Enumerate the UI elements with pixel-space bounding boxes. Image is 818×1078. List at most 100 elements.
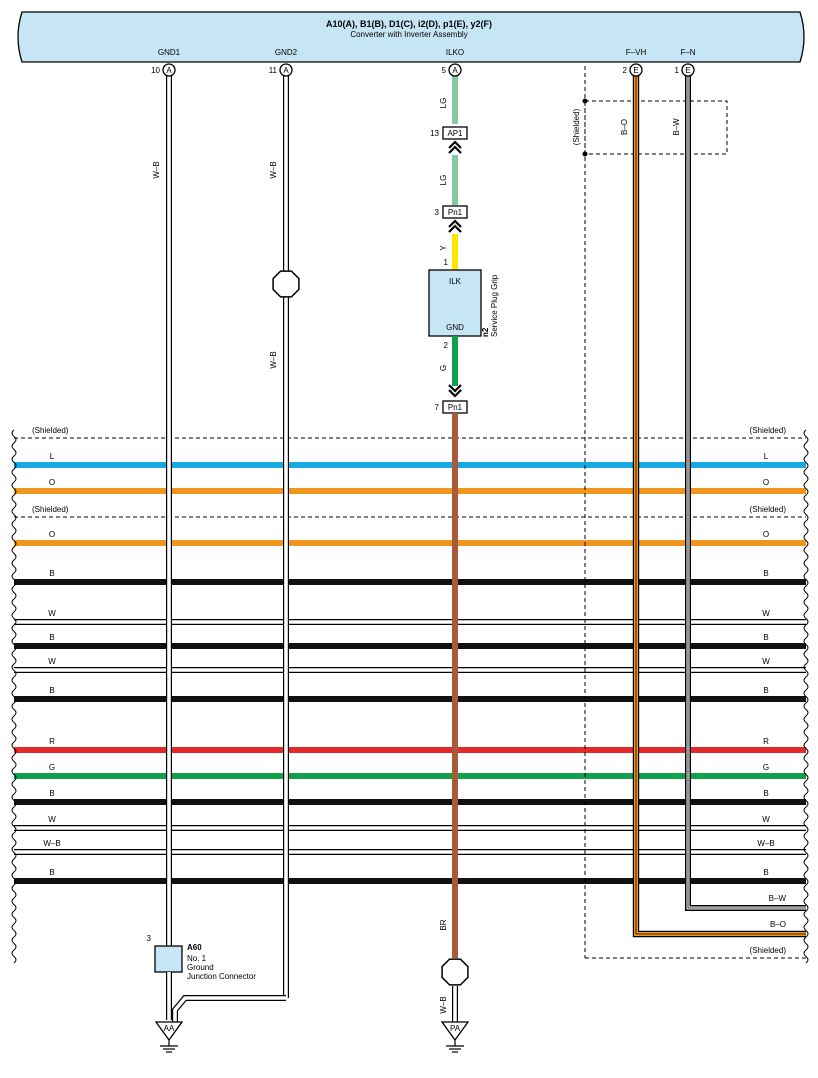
harness-exit-label: B–O — [770, 920, 786, 929]
terminal-pin-fn: 1 — [675, 66, 680, 75]
wire-label-ilko-lg2: LG — [439, 175, 448, 186]
terminal-letter-fvh: E — [633, 66, 638, 75]
ground-aa-label: AA — [164, 1024, 175, 1033]
service-plug-pin-top: 1 — [444, 258, 449, 267]
wire-label-fvh: B–O — [620, 119, 629, 135]
component-header: A10(A), B1(B), D1(C), i2(D), p1(E), y2(F… — [17, 11, 805, 63]
inline-connector-pn1-top-label: Pn1 — [448, 208, 463, 217]
terminal-letter-fn: E — [685, 66, 690, 75]
terminal-fn: F–N E1 — [675, 48, 696, 77]
harness-shield-label-left: (Shielded) — [32, 426, 69, 435]
harness-wire-label-right: B — [763, 686, 768, 695]
harness-wire-label-left: W — [48, 657, 56, 666]
inline-connector-pn1-bottom: Pn1 7 — [435, 400, 468, 414]
terminal-pin-fvh: 2 — [623, 66, 628, 75]
terminal-pin-ilko: 5 — [442, 66, 447, 75]
harness-wire-label-right: W–B — [757, 839, 774, 848]
harness-wire-label-right: L — [764, 452, 769, 461]
harness-wire-label-left: B — [49, 633, 54, 642]
harness-wire-label-left: B — [49, 789, 54, 798]
harness-wire-label-right: B — [763, 633, 768, 642]
inline-connector-ap1-pin: 13 — [430, 129, 439, 138]
harness-wire-label-right: W — [762, 657, 770, 666]
harness-wire-label-left: G — [49, 763, 55, 772]
wire-label-ilko-lg1: LG — [439, 98, 448, 109]
harness-wire-label-right: O — [763, 478, 769, 487]
wire-gnd2-to-ground — [172, 995, 286, 1022]
terminal-label-ilko: ILKO — [446, 48, 464, 57]
harness-wire-label-right: R — [763, 737, 769, 746]
wire-label-ilko-g: G — [439, 365, 448, 371]
inline-connector-pn1-bottom-label: Pn1 — [448, 403, 463, 412]
terminal-label-gnd2: GND2 — [275, 48, 298, 57]
harness-break-mark — [803, 429, 809, 964]
shield-junction-dot — [582, 98, 588, 104]
inline-connector-pn1-bottom-pin: 7 — [435, 403, 440, 412]
inline-connector-pn1-top: Pn1 3 — [435, 205, 468, 219]
a60-name-line: No. 1 — [187, 954, 207, 963]
harness-wire-label-left: B — [49, 868, 54, 877]
splice-point-gnd2 — [272, 270, 300, 298]
harness-shield-label-left: (Shielded) — [32, 505, 69, 514]
wire-label-shielded-vertical: (Shielded) — [572, 108, 581, 145]
wire-label-ilko-y: Y — [439, 245, 448, 251]
wire-label-ilko-br: BR — [439, 919, 448, 930]
ground-pa: PA — [440, 1021, 470, 1053]
terminal-label-fvh: F–VH — [626, 48, 647, 57]
connector-mating-ap1 — [448, 140, 462, 154]
inline-connector-ap1-label: AP1 — [447, 129, 463, 138]
wire-label-gnd2-lower: W–B — [269, 351, 278, 368]
terminal-ilko: ILKO A5 — [442, 48, 464, 77]
wire-label-gnd2-upper: W–B — [269, 161, 278, 178]
terminal-pin-gnd2: 11 — [269, 66, 278, 75]
harness-wire-label-left: B — [49, 686, 54, 695]
harness-wire-label-left: W — [48, 815, 56, 824]
harness-wire-label-left: L — [50, 452, 55, 461]
wire-label-fn: B–W — [672, 118, 681, 136]
component-name: Converter with Inverter Assembly — [350, 30, 467, 39]
wire-label-ilko-wb: W–B — [439, 996, 448, 1013]
harness-wire-label-left: W — [48, 609, 56, 618]
harness-wire-label-right: W — [762, 609, 770, 618]
terminal-pin-gnd1: 10 — [151, 66, 160, 75]
ground-aa: AA — [154, 1021, 184, 1053]
terminal-letter-ilko: A — [452, 66, 458, 75]
service-plug-name: Service Plug Grip — [490, 274, 499, 337]
shielded-region — [584, 66, 806, 959]
harness-exit-label: (Shielded) — [750, 946, 787, 955]
wire-fn — [685, 72, 806, 911]
harness-wire-label-left: B — [49, 569, 54, 578]
service-plug-pin-bottom: 2 — [444, 341, 449, 350]
service-plug-code: n2 — [481, 327, 490, 337]
harness-shield-label-right: (Shielded) — [750, 505, 787, 514]
harness-wire-label-left: O — [49, 478, 55, 487]
harness-break-mark — [11, 429, 17, 964]
a60-name-line: Junction Connector — [187, 972, 256, 981]
harness: (Shielded) (Shielded) L L O O (Shielded) (Shiel… — [14, 426, 806, 884]
inline-connector-pn1-top-pin: 3 — [435, 208, 440, 217]
wire-fvh — [632, 72, 806, 938]
harness-exit-label: B–W — [769, 894, 787, 903]
harness-wire-label-left: W–B — [43, 839, 60, 848]
splice-point-ilko — [441, 958, 469, 986]
a60-pin: 3 — [147, 934, 152, 943]
a60-code: A60 — [187, 943, 202, 952]
wire-label-gnd1: W–B — [152, 161, 161, 178]
harness-wire-label-right: G — [763, 763, 769, 772]
connector-mating-pn1-top — [448, 219, 462, 233]
harness-wire-label-right: W — [762, 815, 770, 824]
harness-wire-label-left: O — [49, 530, 55, 539]
harness-shield-label-right: (Shielded) — [750, 426, 787, 435]
terminal-fvh: F–VH E2 — [623, 48, 647, 77]
service-plug-terminal-ilk: ILK — [449, 277, 462, 286]
terminal-label-fn: F–N — [680, 48, 695, 57]
inline-connector-ap1: AP1 13 — [430, 126, 468, 140]
terminal-letter-gnd1: A — [166, 66, 172, 75]
harness-wire-label-right: B — [763, 868, 768, 877]
harness-wire-label-right: B — [763, 569, 768, 578]
